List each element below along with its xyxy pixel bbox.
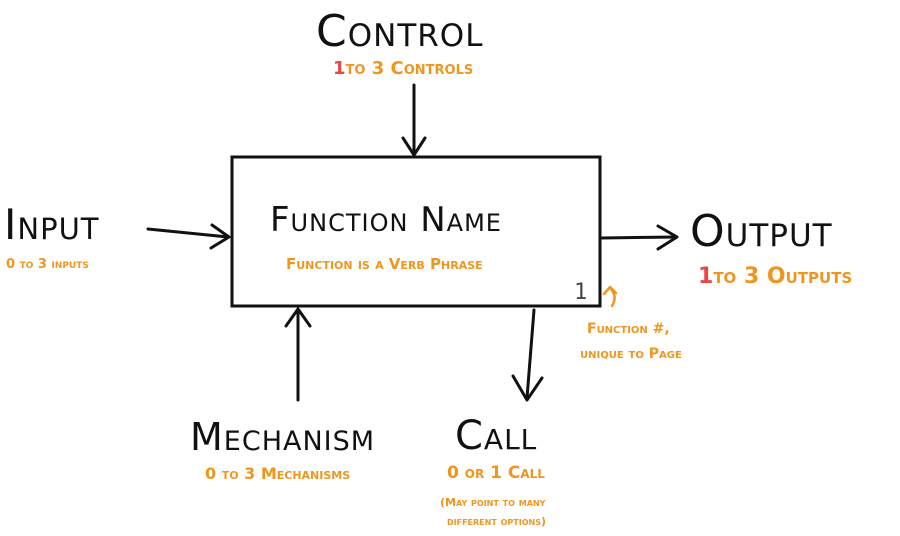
control-arrow <box>401 83 427 157</box>
function-number-note-line1: Function #, <box>587 321 670 337</box>
function-note: Function is a Verb Phrase <box>286 255 483 273</box>
function-title: Function Name <box>270 200 502 240</box>
function-number-note-line2: unique to Page <box>580 346 682 362</box>
input-arrow <box>146 223 231 250</box>
mechanism-arrow <box>284 307 312 402</box>
control-title: Control <box>316 6 484 57</box>
function-box <box>230 155 602 308</box>
control-note: 1to 3 Controls <box>333 60 473 78</box>
control-note-text: to 3 Controls <box>345 58 474 79</box>
call-arrow <box>511 308 544 402</box>
call-title: Call <box>455 413 538 459</box>
input-note: 0 to 3 inputs <box>6 257 89 272</box>
call-note-paren-line1: (May point to many <box>440 496 546 509</box>
input-title: Input <box>4 200 100 249</box>
call-note: 0 or 1 Call <box>447 463 545 483</box>
control-count: 1 <box>333 58 346 79</box>
output-note-text: to 3 Outputs <box>713 264 853 289</box>
number-pointer-arrow <box>602 285 618 308</box>
call-note-paren-line2: different options) <box>447 515 547 528</box>
output-count: 1 <box>698 264 714 289</box>
output-note: 1to 3 Outputs <box>698 266 852 288</box>
mechanism-title: Mechanism <box>190 415 376 459</box>
function-number: 1 <box>574 280 588 305</box>
output-title: Output <box>690 206 833 257</box>
output-arrow <box>600 224 679 251</box>
mechanism-note: 0 to 3 Mechanisms <box>205 464 351 483</box>
